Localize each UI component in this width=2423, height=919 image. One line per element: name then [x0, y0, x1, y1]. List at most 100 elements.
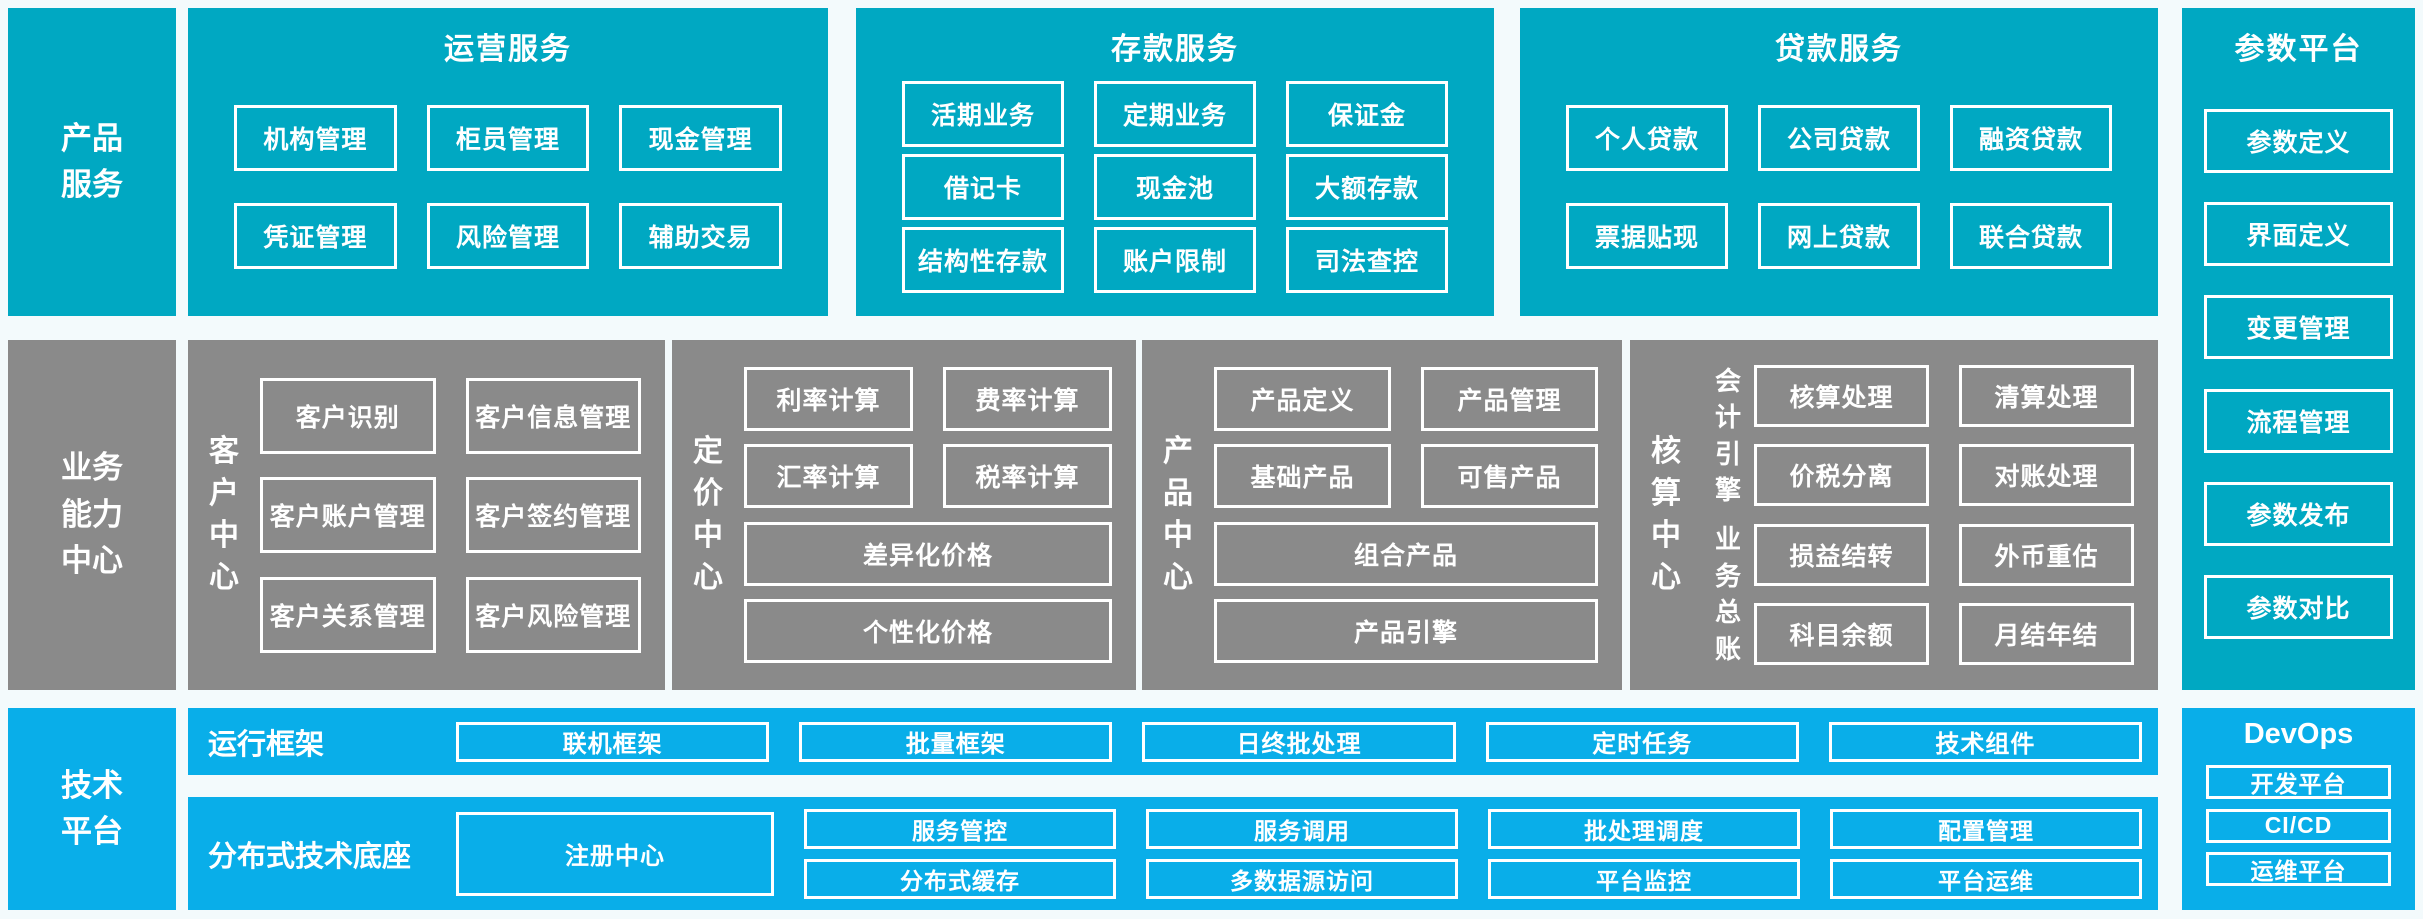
section-title: 运营服务 — [444, 33, 572, 66]
module-box: 核算处理 — [1754, 365, 1929, 428]
module-box: 组合产品 — [1214, 521, 1598, 586]
box-row: 产品定义 产品管理 — [1214, 367, 1598, 432]
tech-box: 运维平台 — [2206, 852, 2391, 887]
module-box: 税率计算 — [943, 444, 1112, 509]
module-box: 客户信息管理 — [465, 377, 641, 454]
service-box: 参数发布 — [2204, 481, 2393, 546]
center-label: 核算中心 — [1651, 435, 1681, 594]
tech-box: 服务管控 — [804, 808, 1116, 849]
box-row: 损益结转 外币重估 — [1754, 523, 2134, 586]
module-box: 产品引擎 — [1214, 598, 1598, 663]
service-box: 个人贷款 — [1566, 105, 1728, 172]
sidebar-label: 技术平台 — [61, 767, 123, 850]
tech-box: 日终批处理 — [1142, 721, 1456, 762]
service-box: 保证金 — [1286, 81, 1448, 147]
module-box: 客户识别 — [260, 377, 436, 454]
box-grid: 参数定义 界面定义 变更管理 流程管理 参数发布 参数对比 — [2182, 68, 2415, 690]
box-row: 汇率计算 税率计算 — [744, 444, 1112, 509]
service-box: 凭证管理 — [234, 202, 397, 269]
service-box: 柜员管理 — [426, 105, 590, 172]
accounting-engine-group: 会计引擎 核算处理 清算处理 价税分离 对账处理 — [1702, 363, 2134, 509]
service-box: 定期业务 — [1094, 81, 1256, 147]
section-title: 贷款服务 — [1775, 33, 1903, 66]
tech-box: CI/CD — [2206, 808, 2391, 843]
module-box: 客户关系管理 — [260, 576, 436, 653]
section-devops: DevOps 开发平台 CI/CD 运维平台 — [2182, 708, 2415, 910]
section-pricing-center: 定价中心 利率计算 费率计算 汇率计算 税率计算 差异化价格 个性化价格 — [672, 340, 1136, 690]
box-row: 客户关系管理 客户风险管理 — [260, 576, 641, 653]
module-box: 月结年结 — [1959, 602, 2134, 665]
section-title: 参数平台 — [2234, 33, 2363, 66]
service-box: 网上贷款 — [1758, 202, 1920, 269]
box-row: 客户账户管理 客户签约管理 — [260, 477, 641, 553]
module-box: 产品定义 — [1214, 367, 1391, 432]
box-stack: 服务管控 分布式缓存 — [804, 808, 1116, 899]
service-box: 公司贷款 — [1758, 105, 1920, 172]
box-row: 核算处理 清算处理 — [1754, 365, 2134, 428]
service-box: 现金池 — [1094, 154, 1256, 220]
service-box: 票据贴现 — [1566, 202, 1728, 269]
section-title: 存款服务 — [1111, 33, 1239, 66]
box-row: 客户识别 客户信息管理 — [260, 377, 641, 454]
box-row: 活期业务 定期业务 保证金 — [902, 81, 1448, 147]
module-box: 可售产品 — [1421, 444, 1598, 509]
sidebar-label: 业务能力中心 — [61, 450, 123, 579]
box-row: 利率计算 费率计算 — [744, 367, 1112, 432]
vertical-label: 业务总账 — [1702, 521, 1754, 667]
box-grid: 联机框架 批量框架 日终批处理 定时任务 技术组件 — [456, 721, 2158, 762]
tech-box: 批量框架 — [799, 721, 1113, 762]
box-stack: 批处理调度 平台监控 — [1488, 808, 1800, 899]
box-grid: 活期业务 定期业务 保证金 借记卡 现金池 大额存款 结构性存款 账户限制 司法… — [856, 68, 1494, 316]
module-box: 对账处理 — [1959, 443, 2134, 506]
box-row: 产品引擎 — [1214, 598, 1598, 663]
tech-box: 多数据源访问 — [1146, 858, 1458, 899]
module-box: 客户签约管理 — [465, 477, 641, 553]
box-grid: 机构管理 柜员管理 现金管理 凭证管理 风险管理 辅助交易 — [188, 68, 828, 316]
module-box: 客户账户管理 — [260, 477, 436, 553]
box-grid: 会计引擎 核算处理 清算处理 价税分离 对账处理 业务总账 — [1702, 340, 2158, 690]
sidebar-label: 产品服务 — [61, 120, 123, 203]
box-row: 结构性存款 账户限制 司法查控 — [902, 227, 1448, 293]
service-box: 融资贷款 — [1950, 105, 2112, 172]
section-operations-services: 运营服务 机构管理 柜员管理 现金管理 凭证管理 风险管理 辅助交易 — [188, 8, 828, 316]
box-grid: 注册中心 服务管控 分布式缓存 服务调用 多数据源访问 批处理调度 平台监控 配… — [456, 808, 2158, 899]
box-row: 基础产品 可售产品 — [1214, 444, 1598, 509]
vertical-label: 客户中心 — [188, 340, 260, 690]
box-grid: 开发平台 CI/CD 运维平台 — [2182, 751, 2415, 910]
box-row: 科目余额 月结年结 — [1754, 602, 2134, 665]
section-customer-center: 客户中心 客户识别 客户信息管理 客户账户管理 客户签约管理 客户关系管理 客户… — [188, 340, 665, 690]
box-grid: 利率计算 费率计算 汇率计算 税率计算 差异化价格 个性化价格 — [744, 340, 1136, 690]
center-label: 定价中心 — [693, 435, 723, 594]
tech-box: 技术组件 — [1828, 721, 2143, 762]
box-grid: 客户识别 客户信息管理 客户账户管理 客户签约管理 客户关系管理 客户风险管理 — [260, 340, 665, 690]
box-stack: 服务调用 多数据源访问 — [1146, 808, 1458, 899]
box-grid: 产品定义 产品管理 基础产品 可售产品 组合产品 产品引擎 — [1214, 340, 1622, 690]
box-row: 凭证管理 风险管理 辅助交易 — [234, 202, 783, 269]
module-box: 基础产品 — [1214, 444, 1391, 509]
vertical-label: 核算中心 — [1630, 340, 1702, 690]
tech-box: 服务调用 — [1146, 808, 1458, 849]
module-box: 客户风险管理 — [465, 576, 641, 653]
registry-center-box: 注册中心 — [456, 811, 774, 896]
box-row: 个人贷款 公司贷款 融资贷款 — [1566, 105, 2112, 172]
tech-box: 批处理调度 — [1488, 808, 1800, 849]
module-box: 科目余额 — [1754, 602, 1929, 665]
sidebar-tech-platform: 技术平台 — [8, 708, 176, 910]
group-label: 业务总账 — [1715, 524, 1742, 664]
tech-box: 定时任务 — [1485, 721, 1799, 762]
module-box: 价税分离 — [1754, 443, 1929, 506]
box-row: 个性化价格 — [744, 598, 1112, 663]
tech-box: 平台监控 — [1488, 858, 1800, 899]
section-accounting-center: 核算中心 会计引擎 核算处理 清算处理 价税分离 对账处理 — [1630, 340, 2158, 690]
box-grid: 核算处理 清算处理 价税分离 对账处理 — [1754, 363, 2134, 509]
box-row: 价税分离 对账处理 — [1754, 443, 2134, 506]
center-label: 产品中心 — [1163, 435, 1193, 594]
box-row: 借记卡 现金池 大额存款 — [902, 154, 1448, 220]
service-box: 机构管理 — [234, 105, 397, 172]
box-row: 机构管理 柜员管理 现金管理 — [234, 105, 783, 172]
service-box: 变更管理 — [2204, 295, 2393, 360]
section-deposit-services: 存款服务 活期业务 定期业务 保证金 借记卡 现金池 大额存款 结构性存款 账户… — [856, 8, 1494, 316]
service-box: 辅助交易 — [619, 202, 783, 269]
band-label: 运行框架 — [208, 728, 325, 761]
